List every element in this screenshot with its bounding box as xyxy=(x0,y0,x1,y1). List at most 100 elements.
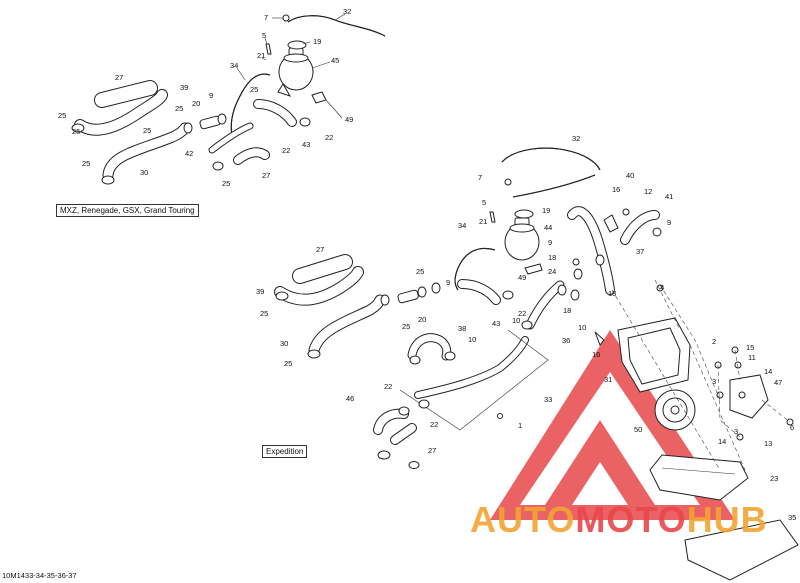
watermark-logo xyxy=(490,330,735,520)
callout-30: 30 xyxy=(140,168,148,177)
callout-31: 31 xyxy=(604,375,612,384)
screw-12 xyxy=(622,208,630,216)
callout-14: 14 xyxy=(718,437,726,446)
callout-22: 22 xyxy=(430,420,438,429)
callout-20: 20 xyxy=(192,99,200,108)
watermark-wordmark: AUTOMOTOHUB xyxy=(470,499,768,540)
callout-32: 32 xyxy=(343,7,351,16)
hose-32-bottom xyxy=(501,147,601,171)
callout-27: 27 xyxy=(428,446,436,455)
callout-22: 22 xyxy=(282,146,290,155)
callout-9: 9 xyxy=(446,278,450,287)
callout-10: 10 xyxy=(512,316,520,325)
cover-35 xyxy=(684,519,799,581)
clamp-22-top xyxy=(299,117,311,127)
clamp-25-a xyxy=(71,123,85,133)
clamp-25-f xyxy=(307,349,321,359)
callout-27: 27 xyxy=(316,245,324,254)
callout-41: 41 xyxy=(665,192,673,201)
bolt-1 xyxy=(497,413,503,419)
callout-33: 33 xyxy=(544,395,552,404)
reservoir-45-top xyxy=(277,47,314,97)
clamp-9-top xyxy=(217,113,227,125)
clamp-25-k xyxy=(398,406,410,416)
callout-25: 25 xyxy=(416,267,424,276)
cap-19-bottom xyxy=(514,209,534,219)
callout-24: 24 xyxy=(548,267,556,276)
watermark-inner-triangle-icon xyxy=(545,420,655,505)
hose-27b-top xyxy=(233,147,270,165)
clamp-25-c xyxy=(183,122,193,134)
hose-43-top xyxy=(253,99,297,127)
callout-25: 25 xyxy=(284,359,292,368)
callout-18: 18 xyxy=(608,289,616,298)
tray-23 xyxy=(649,454,749,501)
callout-30: 30 xyxy=(280,339,288,348)
hose-27-top xyxy=(94,80,158,108)
callout-40: 40 xyxy=(626,171,634,180)
clamp-25-i xyxy=(377,450,391,460)
callout-3: 3 xyxy=(712,377,716,386)
top-assembly xyxy=(71,13,386,185)
callout-2: 2 xyxy=(712,337,716,346)
callout-47: 47 xyxy=(774,378,782,387)
clamp-9-right xyxy=(652,227,662,237)
callout-20: 20 xyxy=(418,315,426,324)
bracket-47 xyxy=(729,374,769,419)
fitting-27-bottom xyxy=(390,423,417,445)
bottom-assembly xyxy=(274,147,799,581)
callout-34: 34 xyxy=(458,221,466,230)
hose-41 xyxy=(620,210,660,245)
hose-39-top xyxy=(74,89,168,136)
clamp-25-h xyxy=(431,282,441,294)
callout-10: 10 xyxy=(468,335,476,344)
connector-20-bottom xyxy=(397,289,419,304)
diagram-reference: 10M1433-34-35-36-37 xyxy=(2,571,77,580)
bracket-16b xyxy=(594,331,605,346)
hose-39-bottom xyxy=(274,266,364,306)
clamp-25-g xyxy=(380,294,390,306)
callout-14: 14 xyxy=(764,367,772,376)
callout-5: 5 xyxy=(262,31,266,40)
clamp-22-d xyxy=(418,399,430,409)
callout-3: 3 xyxy=(734,427,738,436)
variant-label-mxz: MXZ, Renegade, GSX, Grand Touring xyxy=(56,204,199,217)
hose-30-bottom xyxy=(308,294,386,356)
callout-25: 25 xyxy=(250,85,258,94)
callout-35: 35 xyxy=(788,513,796,522)
callout-21: 21 xyxy=(257,51,265,60)
callout-1: 1 xyxy=(518,421,522,430)
clamp-10-b xyxy=(521,320,533,330)
callout-32: 32 xyxy=(572,134,580,143)
callout-39: 39 xyxy=(180,83,188,92)
callout-7: 7 xyxy=(478,173,482,182)
leader-lines-top xyxy=(236,13,346,119)
fan-50 xyxy=(654,389,696,431)
bracket-16 xyxy=(603,214,619,233)
hose-36 xyxy=(525,280,565,330)
callout-37: 37 xyxy=(636,247,644,256)
bracket-49-bottom xyxy=(524,263,543,275)
callout-15: 15 xyxy=(746,343,754,352)
callout-19: 19 xyxy=(542,206,550,215)
callout-4: 4 xyxy=(660,283,664,292)
assembly-dash-lines xyxy=(611,279,791,471)
frame-33 xyxy=(399,329,549,431)
callout-50: 50 xyxy=(634,425,642,434)
bracket-49-top xyxy=(311,91,327,104)
fitting-24 xyxy=(572,258,580,266)
hose-38 xyxy=(407,333,452,361)
callout-27: 27 xyxy=(262,171,270,180)
callout-46: 46 xyxy=(346,394,354,403)
callout-45: 45 xyxy=(331,56,339,65)
hose-27-bottom xyxy=(292,254,353,284)
clamp-9-bottom xyxy=(417,286,427,298)
callout-10: 10 xyxy=(578,323,586,332)
pipe-33 xyxy=(414,336,529,399)
callout-49: 49 xyxy=(518,273,526,282)
watermark-moto: MOTO xyxy=(575,499,686,540)
callout-25: 25 xyxy=(222,179,230,188)
callout-7: 7 xyxy=(264,13,268,22)
hose-30-top xyxy=(102,122,191,181)
